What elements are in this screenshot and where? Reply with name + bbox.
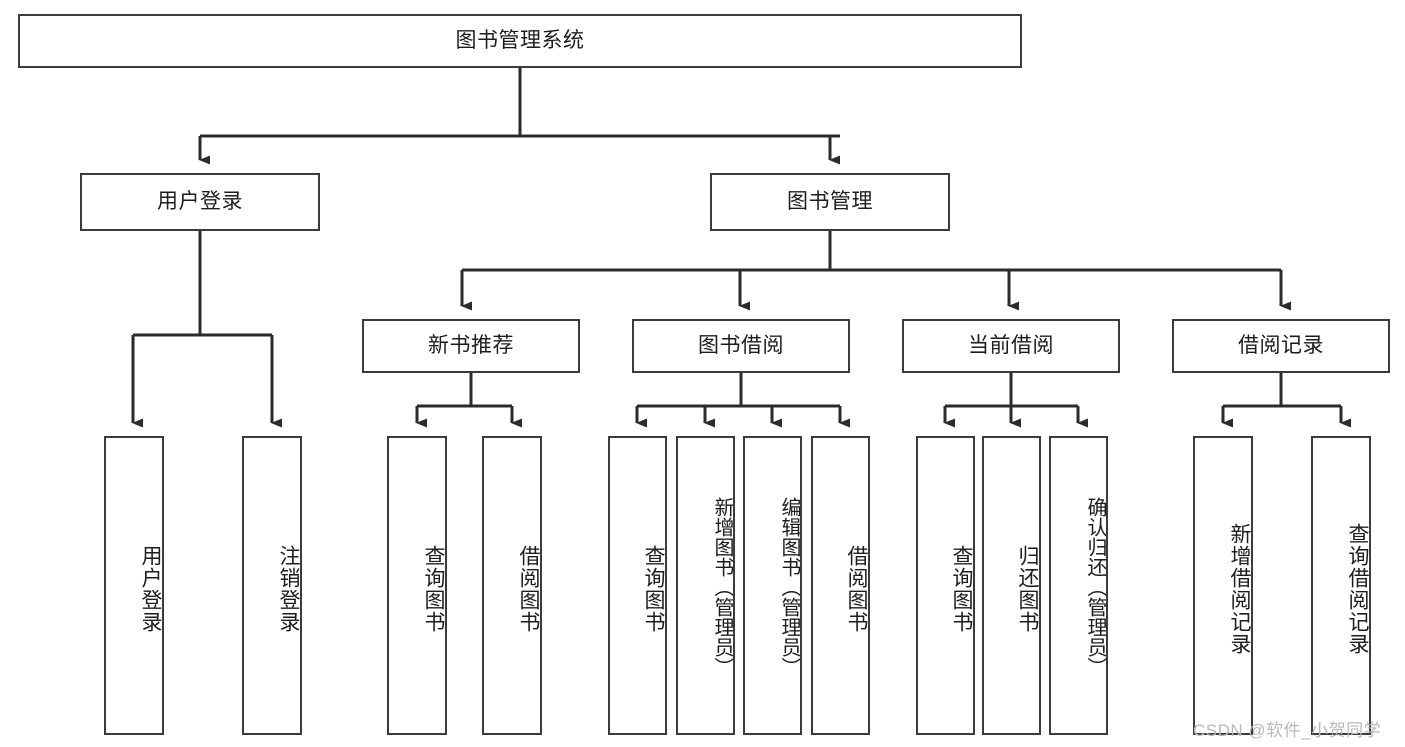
leaf-query-book-recommend-label: 查询图书	[422, 544, 445, 633]
leaf-query-borrow-record[interactable]: 查询借阅记录	[1311, 436, 1371, 735]
leaf-borrow-book-recommend-label: 借阅图书	[517, 544, 540, 633]
leaf-query-book-recommend[interactable]: 查询图书	[387, 436, 447, 735]
node-new-book-recommend-label: 新书推荐	[428, 334, 514, 358]
leaf-edit-book-label: 编辑图书（管理员）	[778, 496, 800, 677]
leaf-add-book-label: 新增图书（管理员）	[711, 496, 733, 677]
leaf-return-book-label: 归还图书	[1016, 544, 1039, 633]
node-book-borrow[interactable]: 图书借阅	[632, 319, 850, 373]
leaf-query-book-current[interactable]: 查询图书	[916, 436, 975, 735]
leaf-add-borrow-record-label: 新增借阅记录	[1228, 522, 1251, 655]
leaf-user-login[interactable]: 用户登录	[104, 436, 164, 735]
node-current-borrow-label: 当前借阅	[968, 334, 1054, 358]
node-borrow-record-label: 借阅记录	[1238, 334, 1324, 358]
leaf-user-login-label: 用户登录	[139, 544, 162, 633]
leaf-confirm-return[interactable]: 确认归还（管理员）	[1049, 436, 1108, 735]
leaf-logout-label: 注销登录	[277, 544, 300, 633]
node-new-book-recommend[interactable]: 新书推荐	[362, 319, 580, 373]
node-book-manage[interactable]: 图书管理	[710, 173, 950, 231]
leaf-query-book-current-label: 查询图书	[950, 544, 973, 633]
leaf-borrow-book-label: 借阅图书	[845, 544, 868, 633]
leaf-add-borrow-record[interactable]: 新增借阅记录	[1193, 436, 1253, 735]
leaf-query-borrow-record-label: 查询借阅记录	[1346, 522, 1369, 655]
node-book-manage-label: 图书管理	[787, 190, 873, 214]
leaf-query-book-borrow-label: 查询图书	[642, 544, 665, 633]
node-borrow-record[interactable]: 借阅记录	[1172, 319, 1390, 373]
leaf-borrow-book[interactable]: 借阅图书	[811, 436, 870, 735]
leaf-query-book-borrow[interactable]: 查询图书	[608, 436, 667, 735]
node-book-borrow-label: 图书借阅	[698, 334, 784, 358]
leaf-logout[interactable]: 注销登录	[242, 436, 302, 735]
node-root[interactable]: 图书管理系统	[18, 14, 1022, 68]
node-user-login-label: 用户登录	[157, 190, 243, 214]
node-current-borrow[interactable]: 当前借阅	[902, 319, 1120, 373]
node-user-login[interactable]: 用户登录	[80, 173, 320, 231]
leaf-add-book[interactable]: 新增图书（管理员）	[676, 436, 735, 735]
csdn-watermark: CSDN @软件_小贺同学	[1193, 721, 1382, 740]
leaf-return-book[interactable]: 归还图书	[982, 436, 1041, 735]
leaf-edit-book[interactable]: 编辑图书（管理员）	[743, 436, 802, 735]
leaf-borrow-book-recommend[interactable]: 借阅图书	[482, 436, 542, 735]
node-root-label: 图书管理系统	[455, 29, 585, 53]
leaf-confirm-return-label: 确认归还（管理员）	[1084, 496, 1106, 677]
